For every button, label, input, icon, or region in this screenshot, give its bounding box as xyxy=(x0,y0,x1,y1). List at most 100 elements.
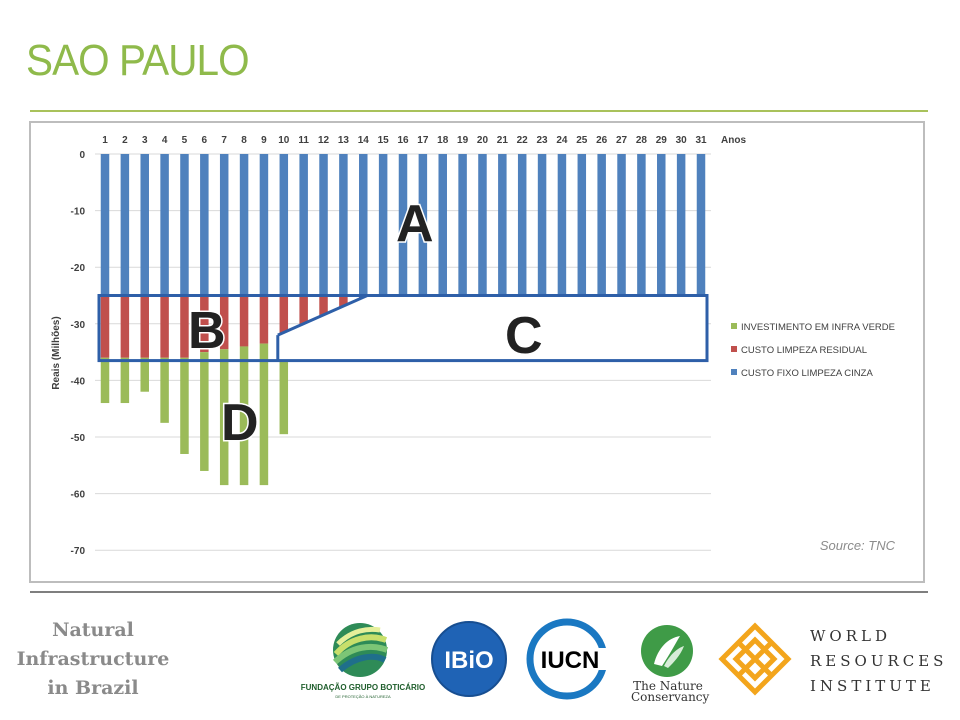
bar-fixed-cost xyxy=(657,154,666,296)
region-divider-slope xyxy=(277,294,368,337)
y-tick-label: -60 xyxy=(71,490,86,501)
wri-line-1: WORLD xyxy=(810,627,891,645)
x-tick-label: 14 xyxy=(358,135,370,146)
tnc-line-1: The Nature xyxy=(633,679,703,693)
bar-green-investment xyxy=(100,357,110,404)
bar-fixed-cost xyxy=(200,154,209,296)
x-tick-label: 31 xyxy=(695,135,707,146)
bar-residual-cost xyxy=(339,295,348,313)
bar-residual-cost xyxy=(140,295,149,358)
bar-fixed-cost xyxy=(577,154,587,296)
bar-residual-cost xyxy=(259,295,269,344)
x-tick-label: 16 xyxy=(397,135,409,146)
bar-green-investment xyxy=(259,343,269,486)
bar-residual-cost xyxy=(239,295,249,347)
x-tick-label: 13 xyxy=(338,135,350,146)
x-tick-label: 24 xyxy=(556,135,568,146)
y-tick-label: -10 xyxy=(71,207,86,218)
bar-green-investment xyxy=(279,337,289,435)
bar-residual-cost xyxy=(160,295,169,358)
bar-green-investment xyxy=(120,357,130,404)
x-tick-label: 5 xyxy=(182,135,188,146)
fgb-logo-name: FUNDAÇÃO GRUPO BOTICÁRIO xyxy=(300,683,426,692)
x-tick-label: 4 xyxy=(162,135,168,146)
wri-line-2: RESOURCES xyxy=(810,652,948,670)
wri-logo-name: WORLD RESOURCES INSTITUTE xyxy=(810,624,947,699)
wri-line-3: INSTITUTE xyxy=(810,677,935,695)
fgb-logo-subtitle: DE PROTEÇÃO À NATUREZA xyxy=(335,694,391,699)
bar-fixed-cost xyxy=(339,154,348,296)
wri-logo xyxy=(718,622,792,696)
y-tick-label: -50 xyxy=(71,433,86,444)
x-tick-label: 27 xyxy=(616,135,628,146)
source-note: Source: TNC xyxy=(820,538,896,553)
x-tick-label: 2 xyxy=(122,135,128,146)
bar-fixed-cost xyxy=(319,154,328,296)
x-tick-label: 11 xyxy=(298,135,309,146)
bar-green-investment xyxy=(239,346,249,486)
bar-fixed-cost xyxy=(498,154,507,296)
bar-residual-cost xyxy=(319,295,328,321)
x-tick-label: 25 xyxy=(576,135,588,146)
annotation-letter: A xyxy=(396,195,434,253)
footer-caption: Natural Infrastructure in Brazil xyxy=(8,616,178,703)
bar-residual-cost xyxy=(299,295,308,330)
bar-fixed-cost xyxy=(100,154,110,296)
annotation-letter: C xyxy=(505,307,543,365)
x-axis-label: Anos xyxy=(721,135,746,146)
bar-fixed-cost xyxy=(676,154,686,296)
x-tick-label: 18 xyxy=(437,135,449,146)
y-tick-label: -70 xyxy=(71,546,86,557)
bar-residual-cost xyxy=(100,295,110,358)
x-tick-label: 22 xyxy=(517,135,529,146)
bar-fixed-cost xyxy=(120,154,130,296)
bar-fixed-cost xyxy=(458,154,467,296)
legend-label: CUSTO FIXO LIMPEZA CINZA xyxy=(741,368,873,379)
x-tick-label: 19 xyxy=(457,135,469,146)
x-tick-label: 7 xyxy=(221,135,227,146)
x-tick-label: 8 xyxy=(241,135,247,146)
x-tick-label: 21 xyxy=(497,135,509,146)
footer-line-2: Infrastructure xyxy=(16,648,170,670)
legend-label: INVESTIMENTO EM INFRA VERDE xyxy=(741,322,895,333)
bar-fixed-cost xyxy=(140,154,149,296)
annotation-letter: D xyxy=(221,394,259,452)
x-tick-label: 12 xyxy=(318,135,330,146)
bar-fixed-cost xyxy=(378,154,388,296)
fgb-logo xyxy=(332,623,389,677)
bar-fixed-cost xyxy=(180,154,189,296)
x-tick-label: 3 xyxy=(142,135,148,146)
bar-fixed-cost xyxy=(239,154,249,296)
x-tick-label: 15 xyxy=(378,135,390,146)
legend-swatch xyxy=(731,369,737,375)
bar-fixed-cost xyxy=(160,154,169,296)
bar-fixed-cost xyxy=(418,154,428,296)
legend-label: CUSTO LIMPEZA RESIDUAL xyxy=(741,345,867,356)
region-c-fill xyxy=(277,295,707,361)
legend-swatch xyxy=(731,323,737,329)
y-tick-label: 0 xyxy=(79,150,85,161)
bar-fixed-cost xyxy=(438,154,447,296)
y-axis-label: Reais (Milhões) xyxy=(51,316,62,389)
bar-fixed-cost xyxy=(696,154,706,296)
bar-green-investment xyxy=(200,352,209,471)
x-tick-label: 9 xyxy=(261,135,267,146)
bar-fixed-cost xyxy=(637,154,646,296)
iucn-logo-text: IUCN xyxy=(541,647,600,674)
bar-residual-cost xyxy=(200,295,209,353)
x-tick-label: 17 xyxy=(417,135,429,146)
bar-fixed-cost xyxy=(557,154,567,296)
x-tick-label: 1 xyxy=(102,135,108,146)
bar-fixed-cost xyxy=(478,154,487,296)
iucn-logo: IUCN xyxy=(526,618,608,700)
y-tick-label: -20 xyxy=(71,263,86,274)
footer-line-1: Natural xyxy=(52,619,134,641)
x-tick-label: 30 xyxy=(676,135,688,146)
bar-green-investment xyxy=(140,357,149,392)
x-tick-label: 28 xyxy=(636,135,648,146)
legend-swatch xyxy=(731,346,737,352)
bar-fixed-cost xyxy=(219,154,229,296)
x-tick-label: 29 xyxy=(656,135,668,146)
